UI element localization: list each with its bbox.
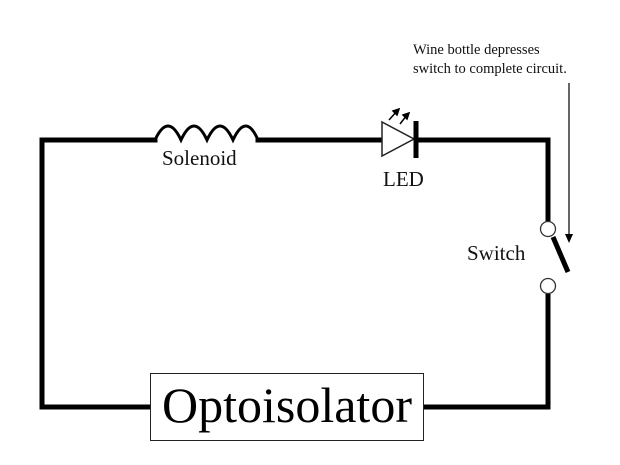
optoisolator-box: Optoisolator bbox=[150, 373, 424, 441]
wire-switch-to-opto bbox=[421, 290, 551, 410]
led-diode-icon bbox=[381, 107, 419, 158]
annotation-line-1: Wine bottle depresses bbox=[413, 42, 540, 58]
solenoid-coil-icon bbox=[153, 124, 260, 144]
annotation-text: Wine bottle depresses switch to complete… bbox=[413, 41, 567, 79]
solenoid-label: Solenoid bbox=[162, 146, 237, 170]
wire-led-to-switch bbox=[415, 137, 551, 224]
down-arrow-icon bbox=[565, 83, 573, 243]
led-label: LED bbox=[383, 167, 424, 191]
annotation-line-2: switch to complete circuit. bbox=[413, 61, 567, 77]
switch-label: Switch bbox=[467, 241, 526, 265]
switch-icon bbox=[539, 220, 571, 295]
optoisolator-label: Optoisolator bbox=[162, 377, 412, 433]
wire-left-top bbox=[39, 137, 158, 410]
